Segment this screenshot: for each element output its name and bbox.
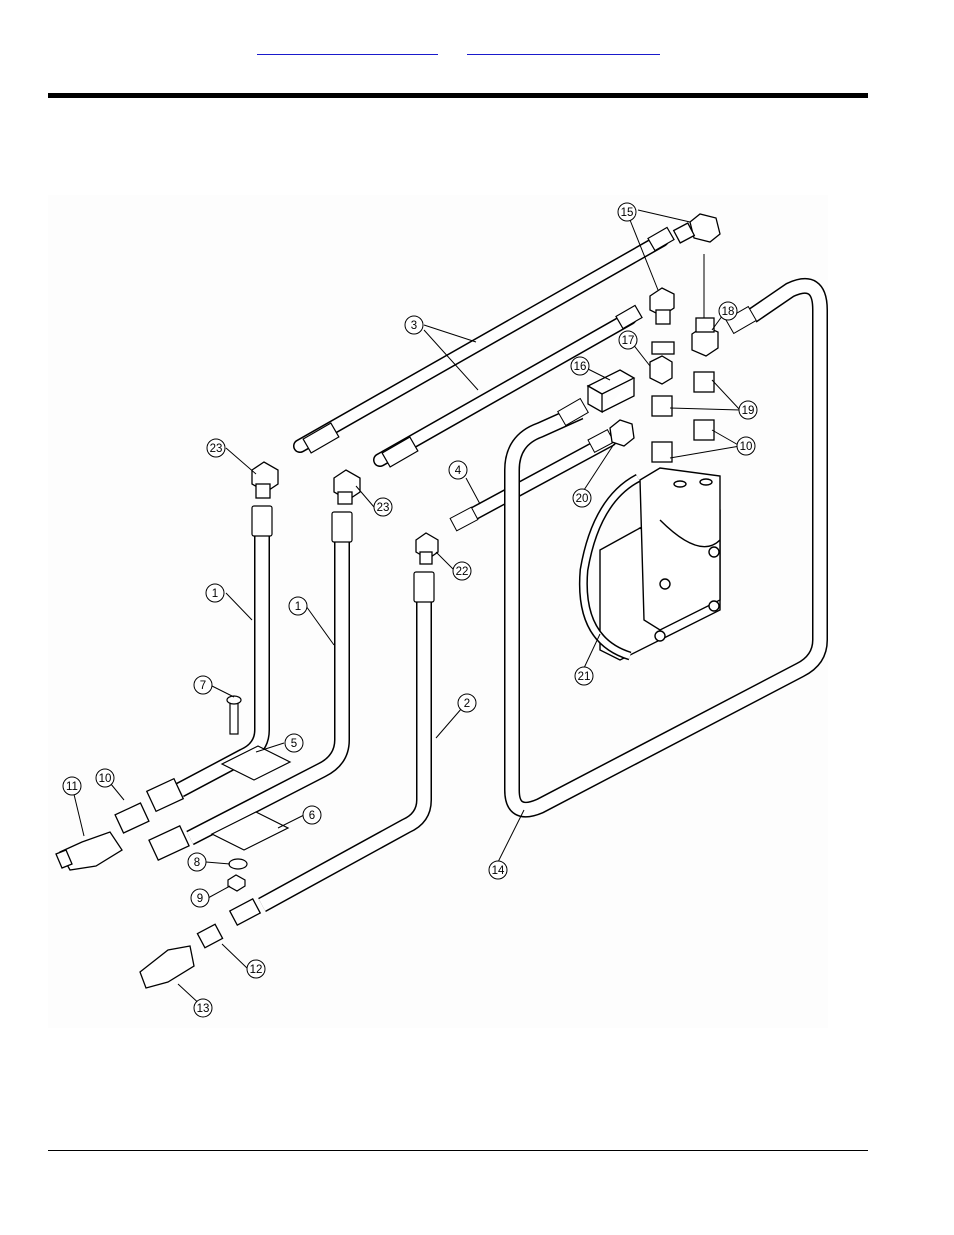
callout-balloon [574, 666, 594, 686]
callout-balloon [95, 768, 115, 788]
callout-balloon [617, 202, 637, 222]
callout-number: 23 [377, 502, 390, 514]
callout-number: 1 [295, 601, 301, 613]
callout-number: 8 [194, 857, 200, 869]
hose-3-lower [373, 311, 637, 467]
callout-number: 17 [622, 335, 635, 347]
callout-number: 15 [621, 207, 634, 219]
bracket-6 [210, 811, 290, 892]
header-links [0, 38, 954, 58]
hose-4 [455, 433, 617, 527]
callout-number: 10 [740, 441, 753, 453]
callout-number: 12 [250, 964, 263, 976]
callout-balloon [302, 805, 322, 825]
callout-number: 10 [99, 773, 112, 785]
callout-number: 14 [492, 865, 505, 877]
callout-balloon [187, 852, 207, 872]
callout-number: 20 [576, 493, 589, 505]
callout-number: 21 [578, 671, 591, 683]
callout-number: 13 [197, 1003, 210, 1015]
hose-1-right [186, 525, 350, 846]
callout-number: 11 [66, 781, 78, 793]
callout-balloon [62, 776, 82, 796]
callout-number: 22 [456, 566, 469, 578]
footer-rule [48, 1150, 868, 1151]
callout-balloon [373, 497, 393, 517]
callout-number: 7 [200, 680, 206, 692]
callout-number: 6 [309, 810, 315, 822]
callout-balloon [193, 998, 213, 1018]
header-link-2[interactable] [467, 38, 660, 55]
callout-balloon [718, 301, 738, 321]
callout-number: 1 [212, 588, 218, 600]
hose-top-fittings [251, 505, 435, 603]
callout-balloon [246, 959, 266, 979]
callout-balloon [736, 436, 756, 456]
hose-14 [504, 278, 828, 818]
callout-number: 3 [411, 320, 417, 332]
valve-21 [578, 467, 721, 661]
hose-3-fittings [302, 226, 675, 468]
callout-group: 1123456789101011121314151617181920212223… [62, 202, 758, 1018]
callout-balloon [738, 400, 758, 420]
callout-balloon [206, 438, 226, 458]
adapters-12-13 [139, 897, 262, 989]
callout-number: 23 [210, 443, 223, 455]
callout-balloon [288, 596, 308, 616]
callout-number: 16 [574, 361, 587, 373]
callout-balloon [284, 733, 304, 753]
callout-number: 9 [197, 893, 203, 905]
callout-balloon [205, 583, 225, 603]
callout-number: 4 [455, 465, 462, 477]
hose-2 [258, 590, 432, 913]
callout-balloon [193, 675, 213, 695]
callout-balloon [572, 488, 592, 508]
callout-balloon [404, 315, 424, 335]
hose-3-upper [293, 233, 669, 453]
callout-number: 19 [742, 405, 755, 417]
elbow-fittings [251, 461, 439, 565]
header-link-1[interactable] [257, 38, 438, 55]
bracket-5 [220, 695, 292, 781]
upper-fittings [586, 213, 721, 463]
leader-lines [71, 209, 741, 1009]
callout-number: 18 [722, 306, 735, 318]
callout-balloon [457, 693, 477, 713]
header-rule [48, 93, 868, 98]
callout-number: 5 [291, 738, 297, 750]
coupler-11 [55, 777, 190, 871]
callout-balloon [190, 888, 210, 908]
callout-balloon [570, 356, 590, 376]
callout-balloon [448, 460, 468, 480]
callout-balloon [488, 860, 508, 880]
hydraulic-parts-diagram: 1123456789101011121314151617181920212223… [48, 195, 828, 1028]
callout-balloon [452, 561, 472, 581]
callout-number: 2 [464, 698, 470, 710]
callout-balloon [618, 330, 638, 350]
